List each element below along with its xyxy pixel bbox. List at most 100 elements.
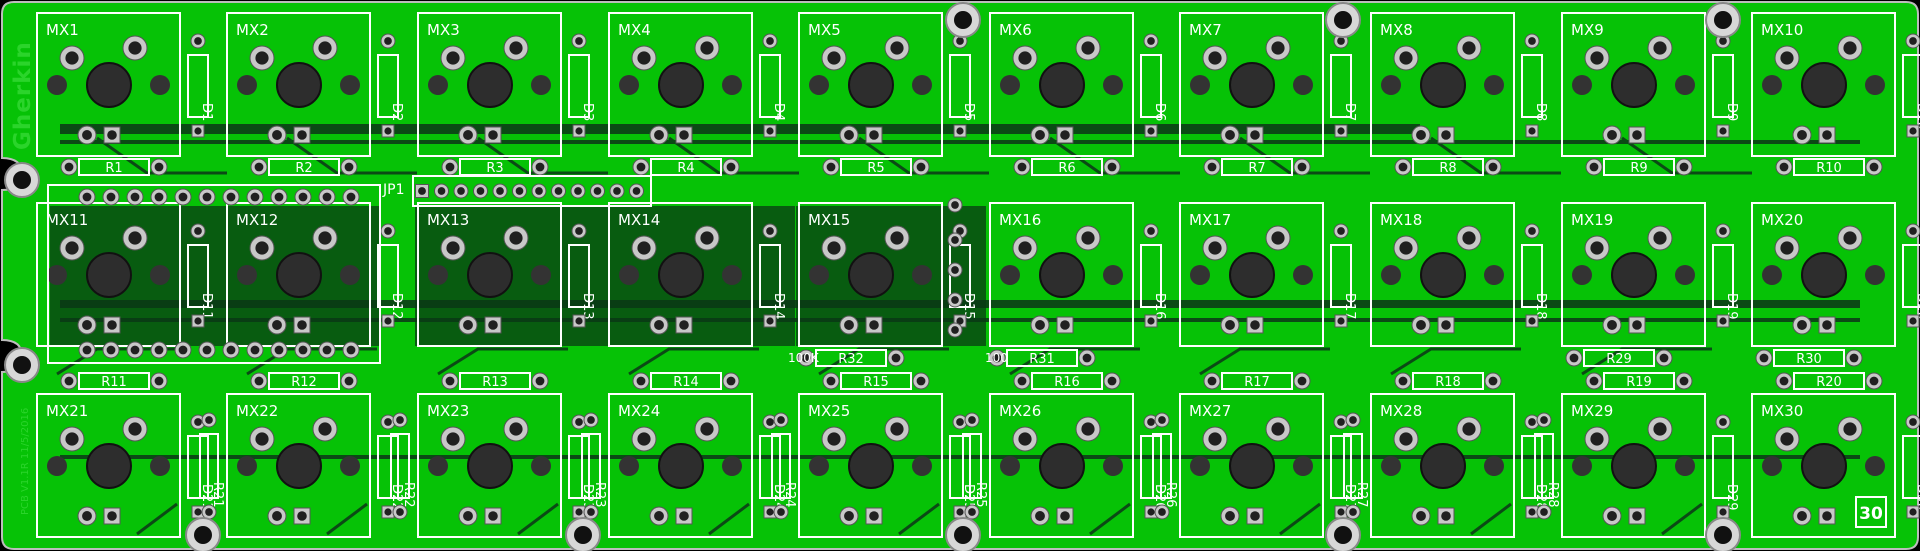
resistor-pad-b-hole [1107, 162, 1117, 172]
resistor-pad-b-hole [344, 162, 354, 172]
resistor-pad-b-hole [535, 376, 545, 386]
resistor-pad-a-hole [1779, 376, 1789, 386]
resistor-label: R31 [1029, 352, 1055, 367]
switch-label: MX20 [1761, 211, 1803, 229]
switch-side-hole-right [1103, 265, 1123, 285]
switch-mx19: MX19 [1561, 202, 1706, 347]
resistor-pad-b-hole [154, 376, 164, 386]
diode-pad-a-hole [1719, 418, 1727, 426]
via-2-hole [951, 296, 959, 304]
resistor-pad-a-hole [396, 416, 404, 424]
diode-label: D3 [580, 103, 595, 121]
resistor-r10: R10 [1775, 158, 1883, 176]
switch-side-hole-left [428, 265, 448, 285]
diode-label: D2 [389, 103, 404, 121]
resistor-pad-b-hole [1349, 508, 1357, 516]
switch-side-hole-right [531, 456, 551, 476]
resistor-outline [581, 433, 601, 499]
switch-mx3: MX3 [417, 12, 562, 157]
resistor-pad-a-hole [1540, 416, 1548, 424]
switch-center-hole [276, 443, 322, 489]
switch-pin-2-hole [1462, 41, 1476, 55]
resistor-label: R28 [1545, 482, 1560, 508]
diode-label: D18 [1533, 293, 1548, 320]
switch-label: MX7 [1189, 21, 1222, 39]
switch-led-pad-a-hole [82, 511, 92, 521]
switch-led-pad-b-hole [297, 130, 307, 140]
resistor-outline [650, 372, 722, 390]
diode-outline [1902, 435, 1920, 499]
resistor-pad-b-hole [1869, 376, 1879, 386]
trace-diag-c-2 [517, 502, 559, 536]
controller-pin-bottom-8-hole [274, 345, 284, 355]
trace-diag-b-3 [628, 347, 759, 376]
resistor-r17: R17 [1203, 372, 1311, 390]
switch-side-hole-right [150, 75, 170, 95]
diode-label: D29 [1724, 484, 1739, 511]
switch-outline [1561, 12, 1706, 157]
resistor-pad-a-hole [1589, 162, 1599, 172]
resistor-r27: R27 [1343, 412, 1369, 520]
resistor-r30: R30 [1755, 349, 1863, 367]
jp1-pin-0-hole [418, 187, 426, 195]
resistor-outline [1343, 433, 1363, 499]
resistor-label: R11 [101, 375, 127, 390]
switch-side-hole-left [1381, 75, 1401, 95]
resistor-pad-b-hole [1488, 376, 1498, 386]
diode-pad-a-hole [1909, 227, 1917, 235]
switch-pin-2-hole [890, 422, 904, 436]
switch-side-hole-left [1762, 75, 1782, 95]
resistor-label: R14 [673, 375, 699, 390]
diode-pad-b-hole [956, 317, 964, 325]
resistor-pad-a-hole [64, 376, 74, 386]
switch-label: MX27 [1189, 402, 1231, 420]
diode-pad-a-hole [1528, 227, 1536, 235]
resistor-pad-a-hole [1398, 162, 1408, 172]
trace-diag-a-5 [1049, 136, 1180, 175]
switch-side-hole-right [1865, 456, 1885, 476]
switch-led-pad-a-hole [1225, 130, 1235, 140]
diode-pad-a-hole [194, 418, 202, 426]
controller-pin-bottom-3-hole [154, 345, 164, 355]
switch-pin-2-hole [1653, 41, 1667, 55]
resistor-pad-a-hole [1017, 162, 1027, 172]
switch-outline [36, 393, 181, 538]
controller-pin-bottom-11-hole [346, 345, 356, 355]
switch-side-hole-right [340, 75, 360, 95]
switch-pin-1-hole [1780, 241, 1794, 255]
resistor-label: R10 [1816, 161, 1842, 176]
switch-outline [1370, 12, 1515, 157]
switch-led-pad-a-hole [272, 320, 282, 330]
via-3-hole [951, 326, 959, 334]
diode-pad-a-hole [766, 37, 774, 45]
diode-pad-b-hole [384, 127, 392, 135]
resistor-pad-a-hole [1589, 376, 1599, 386]
trace-diag-c-0 [136, 502, 178, 536]
resistor-r1: R1 [60, 158, 168, 176]
switch-led-pad-b-hole [1250, 130, 1260, 140]
resistor-label: R12 [291, 375, 317, 390]
diode-pad-b-hole [956, 127, 964, 135]
diode-outline [759, 244, 781, 308]
controller-pin-bottom-9-hole [298, 345, 308, 355]
switch-label: MX14 [618, 211, 660, 229]
resistor-r22: R22 [390, 412, 416, 520]
switch-led-pad-b-hole [1060, 320, 1070, 330]
switch-pin-1-hole [637, 51, 651, 65]
switch-side-hole-left [1572, 456, 1592, 476]
diode-pad-a-hole [1528, 37, 1536, 45]
diode-pad-b-hole [575, 508, 583, 516]
switch-mx24: MX24 [608, 393, 753, 538]
switch-pin-2-hole [1843, 41, 1857, 55]
switch-side-hole-left [47, 75, 67, 95]
diode-pad-a-hole [766, 418, 774, 426]
resistor-outline [199, 433, 219, 499]
switch-led-pad-a-hole [1797, 130, 1807, 140]
via-1-hole [951, 266, 959, 274]
switch-mx15: MX15 [798, 202, 943, 347]
switch-mx9: MX9 [1561, 12, 1706, 157]
switch-outline [798, 393, 943, 538]
diode-d10: D10 [1902, 33, 1920, 138]
switch-side-hole-right [150, 265, 170, 285]
resistor-pad-b-hole [726, 376, 736, 386]
